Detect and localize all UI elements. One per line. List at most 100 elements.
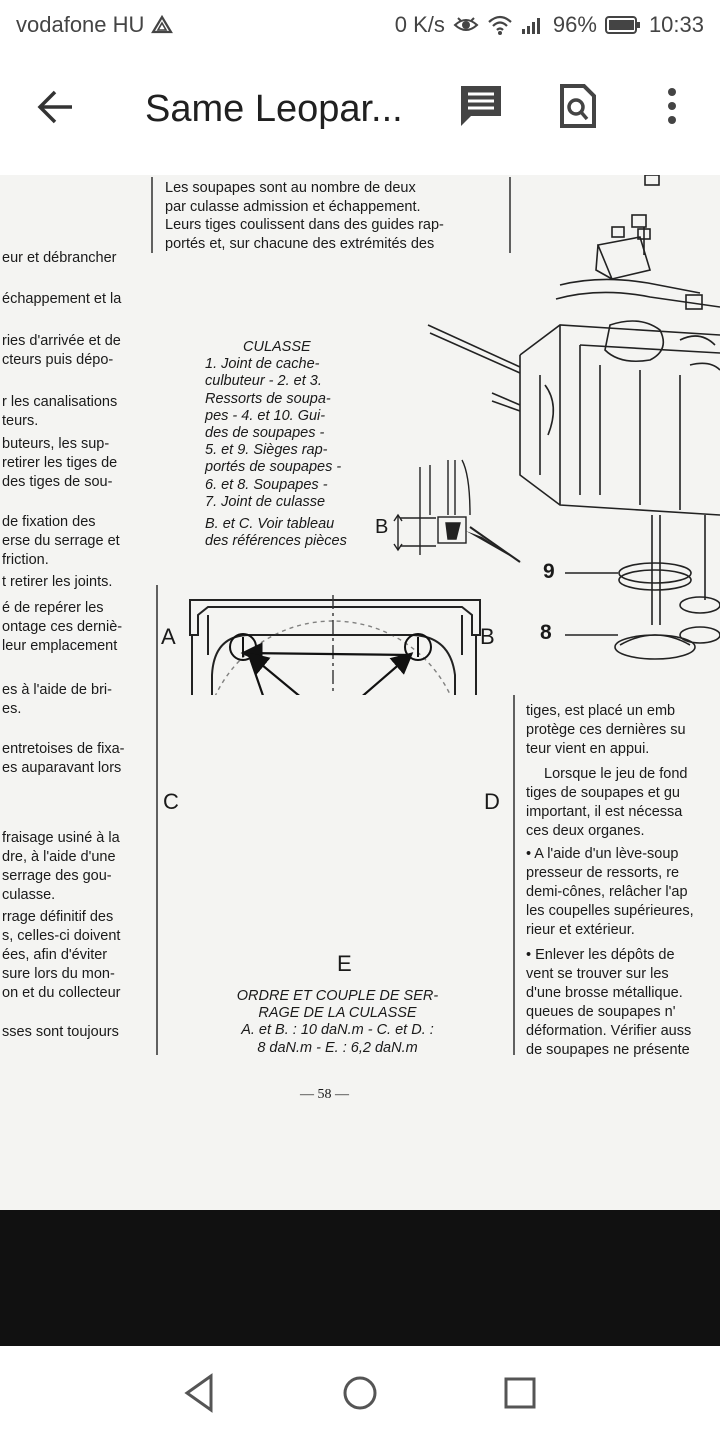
- text-line: entretoises de fixa-: [2, 741, 125, 757]
- text-line: fraisage usiné à la: [2, 830, 120, 846]
- text-line: les coupelles supérieures,: [526, 903, 694, 919]
- status-bar: vodafone HU 0 K/s 96%: [0, 0, 720, 50]
- label-part-9: 9: [543, 560, 555, 583]
- text-line: retirer les tiges de: [2, 455, 118, 471]
- battery-percent: 96%: [552, 12, 597, 37]
- carrier-text: vodafone HU: [16, 12, 145, 37]
- text-line: eur et débrancher: [2, 250, 117, 266]
- text-line: portés et, sur chacune des extrémités de…: [165, 235, 435, 252]
- legend-line: portés de soupapes -: [205, 459, 342, 476]
- text-line: Les soupapes sont au nombre de deux: [165, 180, 416, 196]
- text-line: buteurs, les sup-: [2, 436, 110, 452]
- text-line: par culasse admission et échappement.: [165, 198, 421, 215]
- clock: 10:33: [648, 12, 704, 37]
- more-vert-icon[interactable]: [648, 82, 696, 130]
- label-a: A: [161, 624, 176, 649]
- text-line: • A l'aide d'un lève-soup: [526, 846, 679, 862]
- triangle-back-icon[interactable]: [175, 1368, 225, 1418]
- text-line: ces deux organes.: [526, 823, 645, 839]
- text-line: • Enlever les dépôts de: [526, 947, 675, 963]
- text-line: r les canalisations: [2, 394, 118, 410]
- legend-line: des références pièces: [205, 533, 347, 550]
- text-line: erse du serrage et: [2, 533, 120, 549]
- text-line: tiges, est placé un emb: [526, 703, 676, 719]
- legend-line: 7. Joint de culasse: [205, 493, 326, 510]
- text-line: ontage ces derniè-: [2, 619, 123, 635]
- text-line: es auparavant lors: [2, 760, 122, 776]
- comment-icon[interactable]: [457, 82, 505, 130]
- text-line: teur vient en appui.: [526, 741, 650, 757]
- square-recent-icon[interactable]: [495, 1368, 545, 1418]
- cylinder-head-illustration: [393, 175, 720, 660]
- app-bar: Same Leopar...: [0, 50, 720, 175]
- text-line: ées, afin d'éviter: [2, 947, 108, 963]
- text-line: protège ces dernières su: [526, 722, 686, 738]
- text-line: dre, à l'aide d'une: [2, 849, 116, 865]
- legend-line: 6. et 8. Soupapes -: [205, 476, 328, 493]
- text-line: sure lors du mon-: [2, 966, 115, 982]
- text-line: rrage définitif des: [2, 909, 114, 925]
- eye-icon: [453, 17, 479, 31]
- caption-line: ORDRE ET COUPLE DE SER-: [236, 988, 439, 1004]
- circle-home-icon[interactable]: [335, 1368, 385, 1418]
- figure-legend: CULASSE 1. Joint de cache- culbuteur - 2…: [205, 339, 347, 550]
- text-line: Lorsque le jeu de fond: [544, 766, 688, 782]
- legend-line: culbuteur - 2. et 3.: [205, 373, 322, 390]
- legend-line: 1. Joint de cache-: [205, 356, 320, 373]
- text-line: tiges de soupapes et gu: [526, 785, 680, 801]
- battery-icon: [604, 16, 640, 34]
- text-line: de soupapes ne présente: [526, 1042, 690, 1058]
- legend-line: 5. et 9. Sièges rap-: [205, 442, 328, 459]
- text-line: important, il est nécessa: [526, 804, 683, 820]
- text-line: déformation. Vérifier auss: [526, 1023, 692, 1039]
- text-line: on et du collecteur: [2, 985, 121, 1001]
- text-line: sses sont toujours: [2, 1024, 119, 1040]
- text-line: d'une brosse métallique.: [526, 985, 683, 1001]
- tightening-order-diagram: [189, 595, 481, 695]
- document-title: Same Leopar...: [145, 88, 403, 130]
- status-right: 0 K/s 96% 10:33: [395, 12, 704, 38]
- caption-line: 8 daN.m - E. : 6,2 daN.m: [257, 1039, 418, 1056]
- document-page[interactable]: Les soupapes sont au nombre de deux par …: [0, 175, 720, 1210]
- label-c: C: [163, 789, 179, 814]
- text-line: é de repérer les: [2, 600, 104, 616]
- label-d: D: [484, 789, 500, 814]
- legend-heading: CULASSE: [243, 339, 311, 355]
- text-line: friction.: [2, 552, 49, 568]
- net-speed: 0 K/s: [394, 12, 445, 37]
- text-line: es à l'aide de bri-: [2, 682, 112, 698]
- text-line: t retirer les joints.: [2, 574, 113, 590]
- legend-line: pes - 4. et 10. Gui-: [205, 407, 326, 424]
- text-line: presseur de ressorts, re: [526, 865, 680, 881]
- text-line: échappement et la: [2, 291, 122, 307]
- search-document-icon[interactable]: [554, 82, 602, 130]
- text-line: teurs.: [2, 413, 39, 429]
- carrier-label: vodafone HU: [16, 12, 173, 38]
- text-line: cteurs puis dépo-: [2, 352, 114, 368]
- column-rules: [151, 177, 515, 1055]
- text-line: des tiges de sou-: [2, 474, 113, 490]
- label-b: B: [480, 624, 495, 649]
- text-line: de fixation des: [2, 514, 96, 530]
- text-line: ries d'arrivée et de: [2, 333, 121, 349]
- navigation-bar: [0, 1346, 720, 1440]
- text-line: serrage des gou-: [2, 868, 112, 884]
- label-part-8: 8: [540, 621, 552, 644]
- text-line: culasse.: [2, 887, 56, 903]
- text-line: demi-cônes, relâcher l'ap: [526, 884, 688, 900]
- caption-line: RAGE DE LA CULASSE: [258, 1005, 417, 1022]
- text-line: rieur et extérieur.: [526, 922, 635, 938]
- text-line: es.: [2, 701, 22, 717]
- text-line: queues de soupapes n': [526, 1004, 676, 1020]
- text-line: leur emplacement: [2, 638, 118, 654]
- top-paragraph: Les soupapes sont au nombre de deux par …: [165, 179, 444, 253]
- legend-line: des de soupapes -: [205, 425, 325, 442]
- label-b-detail: B: [375, 516, 389, 538]
- page-number: — 58 —: [300, 1087, 349, 1102]
- drive-icon: [150, 15, 173, 34]
- viewer-background: [0, 1210, 720, 1346]
- text-line: s, celles-ci doivent: [2, 928, 121, 944]
- arrow-left-icon[interactable]: [30, 82, 80, 132]
- label-e: E: [337, 951, 352, 976]
- text-line: vent se trouver sur les: [526, 966, 669, 982]
